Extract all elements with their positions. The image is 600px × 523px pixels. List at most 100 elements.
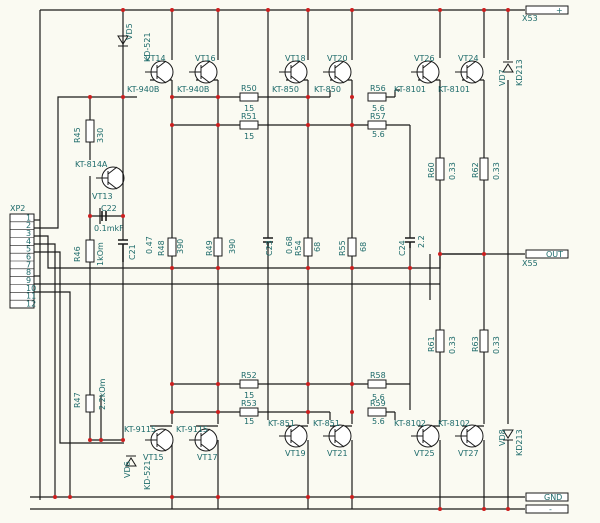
xp2-pin-label: 5 — [26, 245, 31, 254]
xp2-pin-label: 1 — [26, 213, 31, 222]
capacitor-c21: C21 0.47 — [118, 236, 154, 262]
r59-value: 5.6 — [372, 417, 385, 426]
xp2-pin-label: 7 — [26, 260, 31, 269]
xp2-name: XP2 — [10, 204, 25, 213]
resistor-r58: R58 5.6 — [367, 371, 387, 402]
bias-network — [89, 97, 124, 441]
vt24-type: KT-8101 — [438, 85, 470, 94]
r51-ref: R51 — [241, 112, 257, 121]
r61-value: 0.33 — [448, 336, 457, 354]
vt14-type: KT-940B — [127, 85, 159, 94]
r57-ref: R57 — [370, 112, 386, 121]
diode-vd6: VD6 KD-521 — [123, 455, 152, 490]
capacitor-c23: C23 0.68 — [263, 236, 294, 256]
r60-ref: R60 — [427, 162, 436, 178]
resistor-r46: R46 1kOm — [73, 239, 105, 266]
transistor-vt16: VT16 KT-940B — [177, 54, 218, 94]
c24-value: 2.2 — [417, 235, 426, 248]
vt13-type: KT-814A — [75, 160, 108, 169]
r50-ref: R50 — [241, 84, 257, 93]
xp2-pin-label: 12 — [26, 300, 36, 309]
vt21-type: KT-851 — [313, 419, 340, 428]
vt17-type: KT-9115 — [176, 425, 208, 434]
r45-value: 330 — [96, 128, 105, 143]
vt14-ref: VT14 — [145, 54, 166, 63]
horizontal-wires — [150, 79, 484, 427]
xp2-pin-label: 4 — [26, 237, 31, 246]
resistor-r59: R59 5.6 — [367, 399, 387, 426]
vt26-ref: VT26 — [414, 54, 435, 63]
vt24-ref: VT24 — [458, 54, 479, 63]
transistor-vt20: VT20 KT-850 — [314, 54, 352, 94]
vt21-ref: VT21 — [327, 449, 348, 458]
c21-value: 0.47 — [145, 236, 154, 254]
r62-value: 0.33 — [492, 162, 501, 180]
rails — [30, 9, 525, 510]
capacitor-c24: C24 2.2 — [398, 235, 426, 256]
resistor-r52: R52 15 — [239, 371, 259, 400]
xp2-pin-label: 6 — [26, 253, 31, 262]
vd6-type: KD-521 — [143, 460, 152, 490]
vd7-ref: VD7 — [498, 69, 507, 86]
resistor-r62: R62 0.33 — [471, 157, 501, 181]
transistor-vt21: KT-851 VT21 — [313, 419, 352, 458]
r47-ref: R47 — [73, 392, 82, 408]
c22-ref: C22 — [101, 204, 117, 213]
junction-dots — [53, 8, 510, 511]
vd8-type: KD213 — [515, 429, 524, 456]
vt15-type: KT-9115 — [124, 425, 156, 434]
resistor-r55: R55 68 — [338, 237, 368, 257]
transistor-vt25: KT-8102 VT25 — [394, 419, 440, 458]
vt18-ref: VT18 — [285, 54, 306, 63]
r60-value: 0.33 — [448, 162, 457, 180]
resistor-r53: R53 15 — [239, 399, 259, 426]
vt20-type: KT-850 — [314, 85, 341, 94]
r53-value: 15 — [244, 417, 254, 426]
c23-ref: C23 — [265, 240, 274, 256]
c24-ref: C24 — [398, 240, 407, 256]
connector-gnd-pin: GND — [544, 493, 562, 502]
vt16-ref: VT16 — [195, 54, 216, 63]
transistor-vt24: VT24 KT-8101 — [438, 54, 484, 94]
vd6-ref: VD6 — [123, 461, 132, 478]
transistor-vt15: KT-9115 VT15 — [124, 425, 174, 462]
resistor-r54: R54 68 — [294, 237, 322, 257]
r61-ref: R61 — [427, 336, 436, 352]
connector-x53-pin: + — [556, 6, 563, 15]
vt19-ref: VT19 — [285, 449, 306, 458]
vd5-type: KD-521 — [143, 32, 152, 62]
c22-value: 0.1mkF — [94, 224, 124, 233]
vt26-type: KT-8101 — [394, 85, 426, 94]
r52-ref: R52 — [241, 371, 257, 380]
xp2-pin-label: 2 — [26, 221, 31, 230]
connector-x53: X53 + — [522, 5, 569, 23]
xp2-pin-label: 9 — [26, 276, 31, 285]
vt19-type: KT-851 — [268, 419, 295, 428]
r57-value: 5.6 — [372, 130, 385, 139]
r55-value: 68 — [359, 242, 368, 252]
c23-value: 0.68 — [285, 236, 294, 254]
r63-ref: R63 — [471, 336, 480, 352]
r55-ref: R55 — [338, 240, 347, 256]
resistor-r45: R45 330 — [73, 119, 105, 143]
diode-vd8: VD8 KD213 — [498, 429, 524, 456]
transistor-vt26: VT26 KT-8101 — [394, 54, 440, 94]
connector-minus-pin: - — [549, 505, 552, 514]
vt16-type: KT-940B — [177, 85, 209, 94]
transistor-vt18: VT18 KT-850 — [272, 54, 308, 94]
connector-x55-pin: OUT — [546, 250, 563, 259]
vt27-ref: VT27 — [458, 449, 479, 458]
connector-minus: - — [525, 504, 569, 514]
vd8-ref: VD8 — [498, 429, 507, 446]
r48-ref: R48 — [157, 240, 166, 256]
connector-x55: X55 OUT — [522, 249, 569, 268]
vt27-type: KT-8102 — [438, 419, 470, 428]
resistor-r50: R50 15 — [239, 84, 259, 113]
r53-ref: R53 — [241, 399, 257, 408]
r50-value: 15 — [244, 104, 254, 113]
resistor-r61: R61 0.33 — [427, 329, 457, 354]
transistor-vt17: KT-9115 VT17 — [176, 425, 218, 462]
